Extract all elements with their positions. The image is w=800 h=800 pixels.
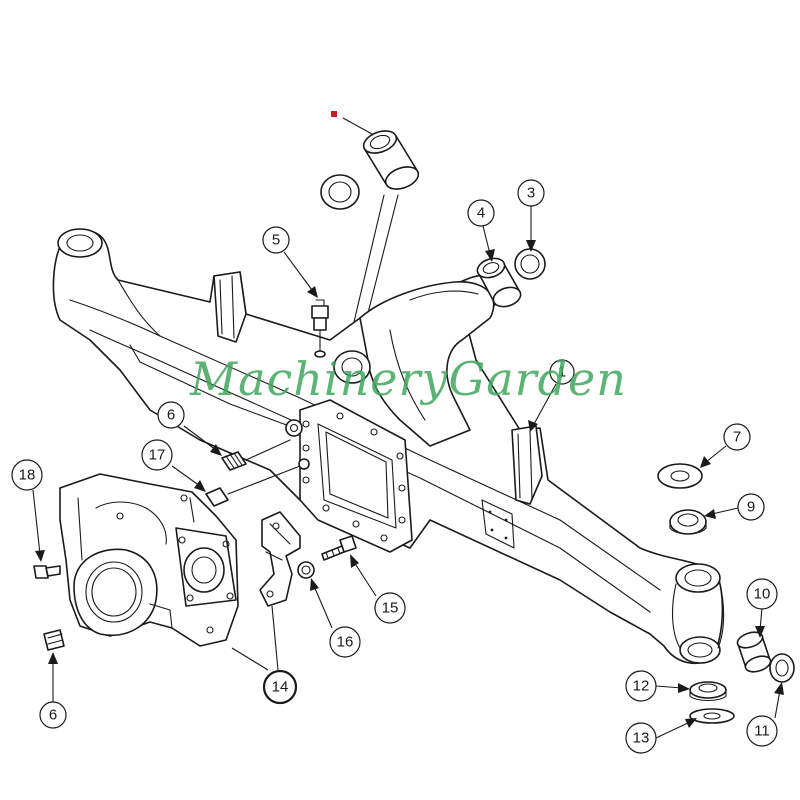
- callout-18: 18: [11, 459, 43, 491]
- upper-seal: [320, 174, 360, 210]
- callout-label-5: 5: [272, 232, 280, 249]
- callout-4: 4: [467, 199, 495, 227]
- kingpin-bushing: [736, 631, 772, 673]
- shim-washer: [689, 708, 735, 724]
- callout-label-3: 3: [527, 185, 535, 202]
- cap-nut: [297, 561, 315, 579]
- callout-label-9: 9: [747, 499, 755, 516]
- callout-9: 9: [737, 493, 765, 521]
- pivot-bushing: [476, 257, 522, 308]
- callout-13: 13: [625, 722, 657, 754]
- callout-label-17: 17: [149, 447, 166, 464]
- callout-label-14: 14: [272, 679, 289, 696]
- callout-10: 10: [746, 578, 778, 610]
- callout-label-7: 7: [733, 429, 741, 446]
- callout-label-18: 18: [19, 467, 36, 484]
- callout-label-1: 1: [558, 364, 566, 381]
- callout-3: 3: [517, 179, 545, 207]
- dowel-pin: [205, 465, 301, 507]
- upper-bushing: [362, 130, 420, 190]
- differential-carrier: [59, 473, 239, 647]
- callout-label-6-upper: 6: [167, 407, 175, 424]
- callout-12: 12: [625, 670, 657, 702]
- pivot-seal: [514, 248, 546, 280]
- carrier-bolt: [33, 565, 61, 579]
- leader-lines: [32, 206, 784, 739]
- callout-label-11: 11: [754, 723, 770, 740]
- axle-housing: [52, 228, 725, 665]
- callout-label-6-lower: 6: [49, 707, 57, 724]
- callout-17: 17: [141, 439, 173, 471]
- callout-7: 7: [723, 423, 751, 451]
- stud-lower: [43, 629, 65, 651]
- callout-5: 5: [262, 226, 290, 254]
- red-marker: [331, 111, 337, 117]
- bearing-cap: [259, 511, 301, 607]
- callout-6-lower: 6: [39, 701, 67, 729]
- thrust-washer: [657, 463, 703, 489]
- callout-label-15: 15: [382, 600, 399, 617]
- oil-seal: [669, 509, 707, 535]
- callout-15: 15: [374, 592, 406, 624]
- callout-14: 14: [262, 669, 298, 705]
- callout-label-16: 16: [337, 634, 354, 651]
- callout-11: 11: [746, 715, 778, 747]
- callout-label-12: 12: [633, 678, 650, 695]
- callout-16: 16: [329, 626, 361, 658]
- callout-label-4: 4: [477, 205, 485, 222]
- callout-6-upper: 6: [157, 401, 185, 429]
- kingpin-seal: [769, 653, 795, 683]
- cap-bolt: [321, 535, 357, 561]
- callout-label-13: 13: [633, 730, 650, 747]
- stud-upper: [221, 439, 291, 471]
- breather-fitting: [311, 299, 329, 358]
- callout-1: 1: [549, 359, 575, 385]
- callout-label-10: 10: [754, 586, 771, 603]
- thrust-bearing: [689, 681, 727, 702]
